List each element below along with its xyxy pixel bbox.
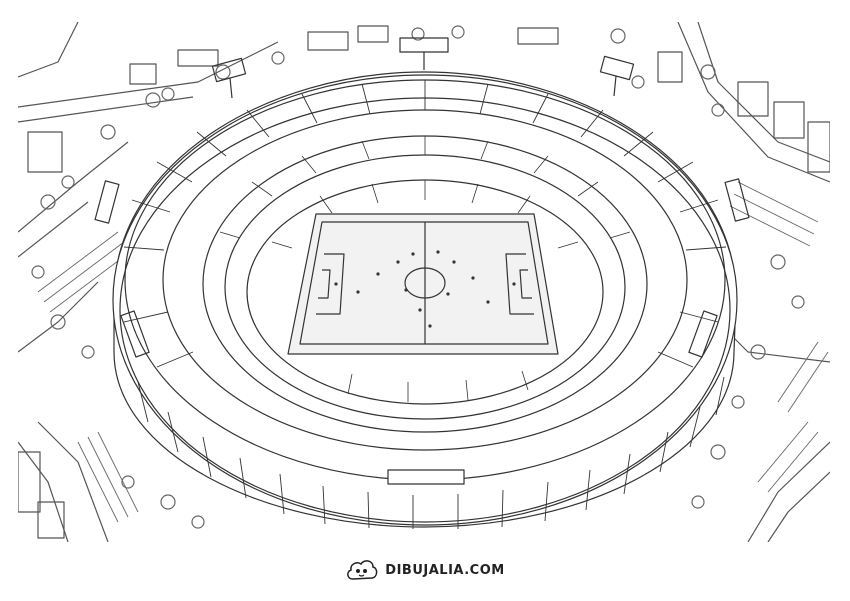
stadium-illustration [18, 22, 830, 542]
upper-stands [202, 135, 648, 433]
buildings [18, 25, 830, 539]
trees [31, 25, 805, 529]
floodlights [94, 37, 750, 358]
main-entrance [387, 469, 465, 485]
football-pitch [287, 213, 559, 355]
footer-logo: DIBUJALIA.COM [0, 552, 850, 588]
parking-lots [37, 181, 829, 523]
lower-stands [246, 179, 604, 405]
cloud-face-icon [347, 560, 378, 580]
roads [18, 22, 830, 542]
players [334, 250, 516, 328]
logo-text: DIBUJALIA.COM [385, 562, 505, 578]
